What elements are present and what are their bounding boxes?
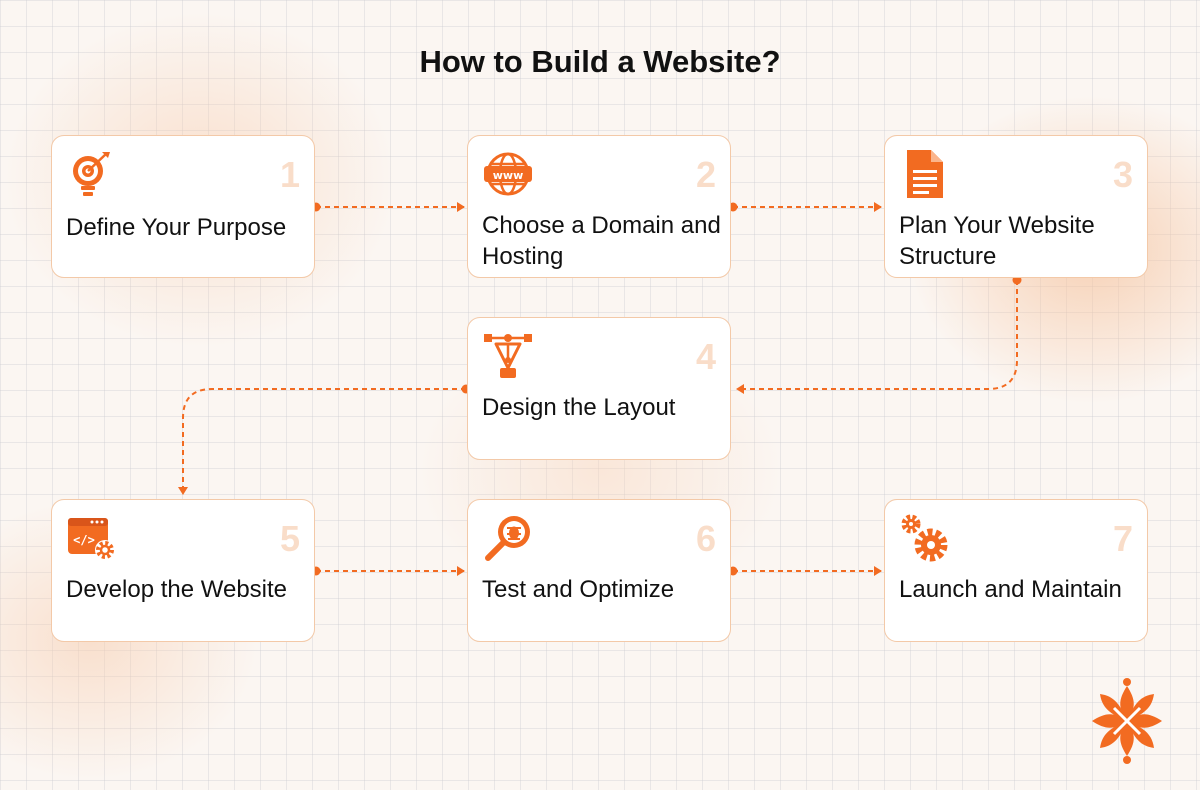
step-card-1: 1 Define Your Purpose: [51, 135, 315, 278]
step-number: 2: [695, 154, 716, 195]
page-title: How to Build a Website?: [419, 44, 781, 79]
step-label: Launch and Maintain: [899, 576, 1122, 603]
connector-3-4: [736, 280, 1018, 394]
code-window-icon: </>: [66, 512, 118, 564]
brand-logo-icon: [1084, 678, 1170, 764]
step-label: Test and Optimize: [482, 576, 675, 603]
step-card-6: 6 Test and Optimize: [467, 499, 731, 642]
svg-text:</>: </>: [73, 533, 95, 547]
www-globe-icon: www: [482, 148, 534, 200]
step-card-4: 4 Design the Layout: [467, 317, 731, 460]
step-label: Define Your Purpose: [66, 214, 287, 241]
document-icon: [899, 148, 951, 200]
step-label: Choose a Domain and Hosting: [482, 212, 721, 270]
step-label: Develop the Website: [66, 576, 288, 603]
step-card-5: </> 5 Develop the Website: [51, 499, 315, 642]
step-number: 1: [279, 154, 300, 195]
bug-search-icon: [482, 512, 534, 564]
step-card-7: 7 Launch and Maintain: [884, 499, 1148, 642]
connector-4-5: [178, 388, 466, 495]
step-number: 3: [1112, 154, 1133, 195]
target-bulb-icon: [66, 148, 118, 200]
step-number: 7: [1112, 518, 1133, 559]
step-number: 4: [695, 336, 716, 377]
pen-tool-icon: [482, 330, 534, 382]
svg-text:www: www: [493, 169, 524, 182]
step-label: Design the Layout: [482, 394, 676, 421]
step-number: 5: [279, 518, 300, 559]
step-number: 6: [695, 518, 716, 559]
step-card-3: 3 Plan Your Website Structure: [884, 135, 1148, 278]
gears-icon: [899, 512, 951, 564]
step-label: Plan Your Website Structure: [899, 212, 1095, 270]
step-card-2: www 2 Choose a Domain and Hosting: [467, 135, 731, 278]
